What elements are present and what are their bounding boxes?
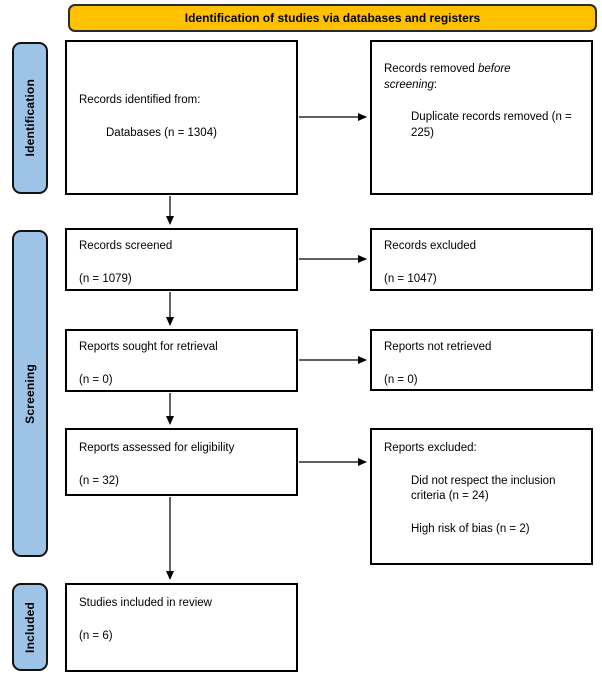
records-screened-count: (n = 1079) <box>79 272 132 285</box>
reports-assessed-title: Reports assessed for eligibility <box>79 442 235 454</box>
reports-excluded-title: Reports excluded: <box>384 442 477 454</box>
header-banner: Identification of studies via databases … <box>68 4 597 32</box>
header-title: Identification of studies via databases … <box>184 11 481 25</box>
box-records-excluded: Records excluded (n = 1047) <box>370 228 593 291</box>
reports-not-retrieved-title: Reports not retrieved <box>384 341 492 353</box>
reports-excluded-item-1: Did not respect the inclusion criteria (… <box>411 474 556 503</box>
records-excluded-title: Records excluded <box>384 240 477 252</box>
reports-sought-title: Reports sought for retrieval <box>79 341 218 353</box>
box-reports-not-retrieved: Reports not retrieved (n = 0) <box>370 329 593 391</box>
stage-label-identification-text: Identification <box>23 79 37 157</box>
stage-label-included: Included <box>12 583 48 671</box>
reports-assessed-count: (n = 32) <box>79 474 119 487</box>
stage-label-screening: Screening <box>12 230 48 557</box>
box-records-removed: Records removed before screening: Duplic… <box>370 40 593 195</box>
stage-label-identification: Identification <box>12 42 48 194</box>
box-records-screened: Records screened (n = 1079) <box>65 228 298 291</box>
records-removed-title-italic: before screening <box>384 63 511 91</box>
records-identified-item: Databases (n = 1304) <box>106 127 217 139</box>
box-records-identified: Records identified from: Databases (n = … <box>65 40 298 195</box>
box-reports-sought: Reports sought for retrieval (n = 0) <box>65 329 298 392</box>
stage-label-screening-text: Screening <box>23 363 37 424</box>
records-removed-item: Duplicate records removed (n = 225) <box>411 111 572 139</box>
reports-sought-count: (n = 0) <box>79 373 113 386</box>
box-reports-excluded: Reports excluded: Did not respect the in… <box>370 428 593 565</box>
stage-label-included-text: Included <box>23 601 37 653</box>
records-identified-title: Records identified from: <box>79 94 201 107</box>
box-reports-assessed: Reports assessed for eligibility (n = 32… <box>65 428 298 496</box>
records-screened-title: Records screened <box>79 240 173 252</box>
box-studies-included: Studies included in review (n = 6) <box>65 583 298 672</box>
studies-included-count: (n = 6) <box>79 629 113 642</box>
records-excluded-count: (n = 1047) <box>384 272 437 285</box>
records-removed-title: Records removed before screening: <box>384 63 511 91</box>
studies-included-title: Studies included in review <box>79 597 212 609</box>
reports-excluded-item-2: High risk of bias (n = 2) <box>411 522 530 535</box>
reports-not-retrieved-count: (n = 0) <box>384 373 418 386</box>
